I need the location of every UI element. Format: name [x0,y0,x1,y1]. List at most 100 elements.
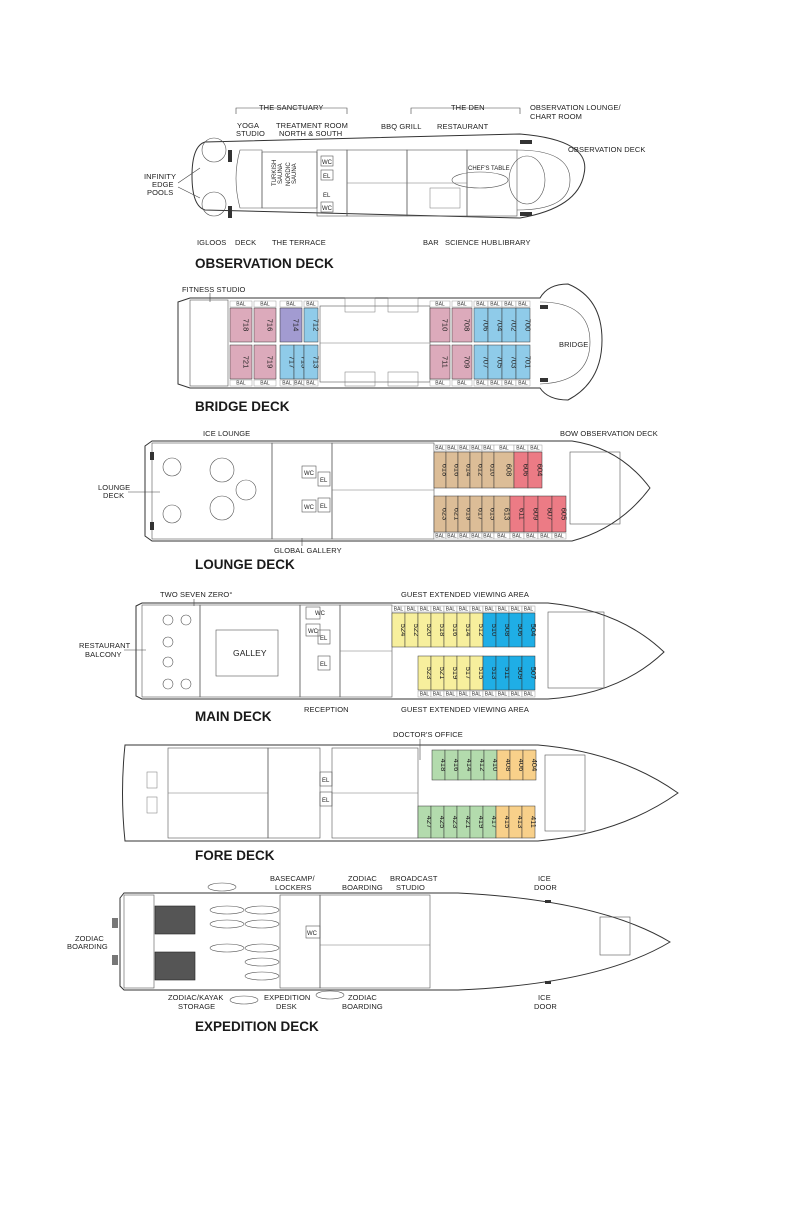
cabin-700 [515,307,531,343]
cabin-number-611: 611 [518,508,527,520]
balcony-label-712: BAL [306,302,316,308]
zodiac-boarding-side-label-2: BOARDING [67,942,108,951]
lounge-wc-1: WC [304,471,315,477]
balcony-label-517: BAL [459,692,469,698]
balcony-721 [229,379,253,387]
balcony-label-509: BAL [511,692,521,698]
cabin-404 [522,749,537,781]
cabin-number-709: 709 [463,356,472,369]
expedition-deck-title: EXPEDITION DECK [195,1019,319,1034]
zodiac-boarding-side-label-1: ZODIAC [75,934,104,943]
lounge-el-2: EL [320,504,328,510]
cabin-708 [451,307,473,343]
cabin-number-607: 607 [546,508,555,521]
balcony-label-522: BAL [407,607,417,613]
balcony-700 [515,300,531,308]
cabin-number-514: 514 [464,624,473,637]
cabin-number-410: 410 [491,759,500,772]
igloos-label: IGLOOS [197,238,226,247]
balcony-label-515: BAL [472,692,482,698]
cabin-number-719: 719 [266,356,275,369]
balcony-label-524: BAL [394,607,404,613]
bridge-label: BRIDGE [559,340,588,349]
basecamp-lockers-label-2: LOCKERS [275,883,312,892]
ice-door-bottom-label-2: DOOR [534,1002,557,1011]
the-terrace-label: THE TERRACE [272,238,326,247]
balcony-label-714: BAL [286,302,296,308]
cabin-number-416: 416 [452,759,461,772]
cabin-number-700: 700 [524,319,533,332]
zodiac-kayak-storage-label-1: ZODIAC/KAYAK [168,993,224,1002]
balcony-507 [521,690,536,698]
cabin-number-413: 413 [516,816,525,829]
balcony-label-510: BAL [485,607,495,613]
treatment-room-label-1: TREATMENT ROOM [276,121,348,130]
balcony-label-612: BAL [471,446,481,452]
the-sanctuary-label: THE SANCTUARY [259,103,324,112]
main-deck-title: MAIN DECK [195,709,272,724]
observation-deck-title: OBSERVATION DECK [195,256,334,271]
cabin-number-504: 504 [529,624,538,637]
balcony-713 [303,379,319,387]
infinity-pools-label-2: EDGE [152,180,174,189]
cabin-number-717: 717 [288,356,297,369]
cabin-number-516: 516 [451,624,460,637]
balcony-label-513: BAL [485,692,495,698]
yoga-studio-label-2: STUDIO [236,129,265,138]
observation-lounge-label-2: CHART ROOM [530,112,582,121]
cabin-712 [303,307,319,343]
observation-deck-plan: WC EL WC EL TURKISH SAUNA NORDIC SAUNA C… [144,103,645,271]
balcony-719 [253,379,277,387]
chefs-table-label: CHEF'S TABLE [468,166,510,172]
balcony-label-523: BAL [420,692,430,698]
cabin-713 [303,344,319,380]
balcony-label-613: BAL [497,534,507,540]
cabin-number-421: 421 [464,816,473,829]
cabin-number-411: 411 [529,816,538,828]
cabin-number-710: 710 [441,319,450,332]
cabin-number-427: 427 [425,816,434,829]
balcony-label-518: BAL [433,607,443,613]
balcony-label-617: BAL [471,534,481,540]
cabin-number-610: 610 [489,464,498,477]
ice-lounge-label: ICE LOUNGE [203,429,250,438]
bar-label: BAR [423,238,439,247]
balcony-label-508: BAL [498,607,508,613]
expedition-deck-plan: WC BASECAMP/ LOCKERS ZODIAC BOARDING BRO… [67,874,671,1034]
lounge-cabins: 618BAL616BAL614BAL612BAL610BAL608BAL606B… [433,444,569,540]
cabin-number-408: 408 [504,759,513,772]
balcony-label-609: BAL [526,534,536,540]
cabin-number-519: 519 [451,667,460,680]
balcony-label-707: BAL [476,381,486,387]
restaurant-balcony-label-1: RESTAURANT [79,641,131,650]
cabin-number-608: 608 [505,464,514,477]
cabin-number-707: 707 [482,356,491,369]
two-seven-zero-label: TWO SEVEN ZERO° [160,590,232,599]
balcony-label-516: BAL [446,607,456,613]
cabin-number-702: 702 [510,319,519,332]
balcony-label-610: BAL [483,446,493,452]
main-el-1: EL [320,636,328,642]
balcony-label-514: BAL [459,607,469,613]
cabin-number-414: 414 [465,759,474,772]
cabin-504 [521,612,536,648]
balcony-label-706: BAL [476,302,486,308]
galley-label: GALLEY [233,648,267,658]
lounge-deck-side-label-1: LOUNGE [98,483,130,492]
basecamp-lockers-label-1: BASECAMP/ [270,874,315,883]
main-wc-1: WC [315,611,326,617]
cabin-number-522: 522 [412,624,421,637]
cabin-411 [521,805,536,839]
lounge-deck-plan: WC WC EL EL 618BAL616BAL614BAL612BAL610B… [98,429,658,572]
cabin-number-507: 507 [529,667,538,680]
balcony-label-704: BAL [490,302,500,308]
fore-deck-title: FORE DECK [195,848,275,863]
lounge-deck-title: LOUNGE DECK [195,557,295,572]
cabin-number-721: 721 [242,356,251,369]
balcony-label-616: BAL [447,446,457,452]
balcony-label-708: BAL [457,302,467,308]
cabin-number-704: 704 [496,319,505,332]
cabin-number-712: 712 [312,319,321,332]
treatment-room-label-2: NORTH & SOUTH [279,129,342,138]
